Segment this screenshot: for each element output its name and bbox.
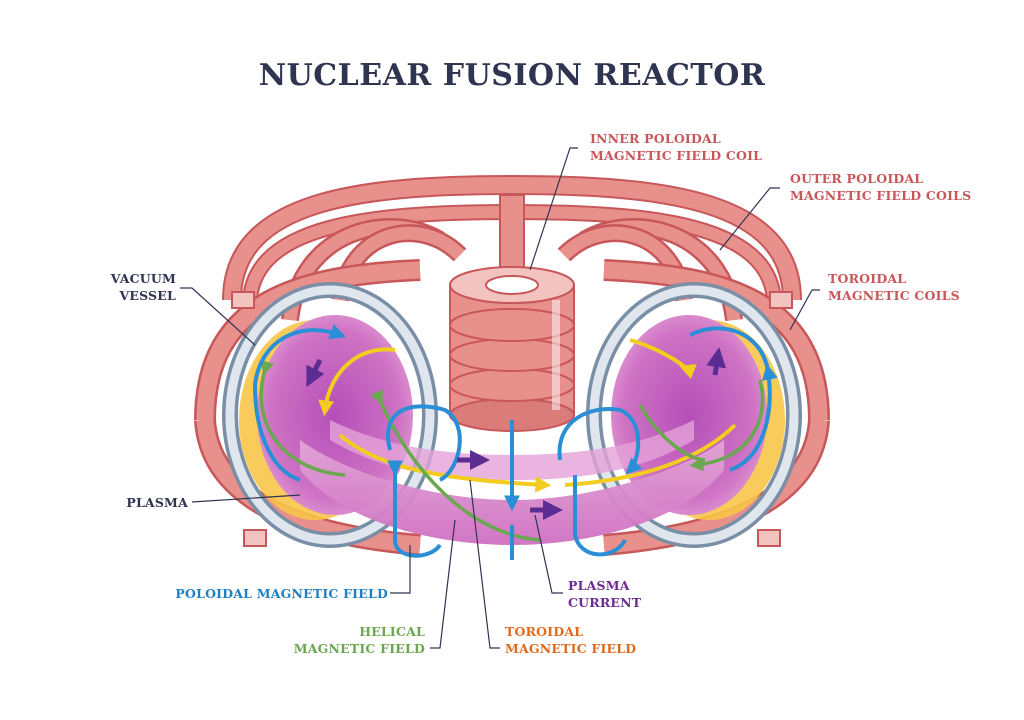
label-inner-poloidal-coil: INNER POLOIDAL MAGNETIC FIELD COIL — [590, 131, 763, 163]
plasma-current-arrows — [306, 347, 727, 520]
label-helical-magnetic-field: HELICAL MAGNETIC FIELD — [293, 624, 425, 656]
label-toroidal-magnetic-field: TOROIDAL MAGNETIC FIELD — [505, 624, 637, 656]
label-vacuum-vessel: VACUUM VESSEL — [110, 271, 176, 303]
page-title: NUCLEAR FUSION REACTOR — [258, 58, 766, 93]
vacuum-vessel — [222, 282, 802, 548]
coil-ends — [231, 291, 793, 547]
plasma-cross-sections — [257, 315, 767, 515]
plasma-ring — [300, 420, 724, 545]
label-poloidal-magnetic-field: POLOIDAL MAGNETIC FIELD — [175, 586, 388, 601]
label-toroidal-magnetic-coils: TOROIDAL MAGNETIC COILS — [828, 271, 960, 303]
leader-lines — [180, 147, 820, 649]
central-solenoid — [449, 194, 575, 432]
label-plasma-current: PLASMA CURRENT — [568, 578, 642, 610]
helical-field-lines — [259, 359, 765, 542]
label-outer-poloidal-coils: OUTER POLOIDAL MAGNETIC FIELD COILS — [790, 171, 972, 203]
label-plasma: PLASMA — [126, 495, 188, 510]
